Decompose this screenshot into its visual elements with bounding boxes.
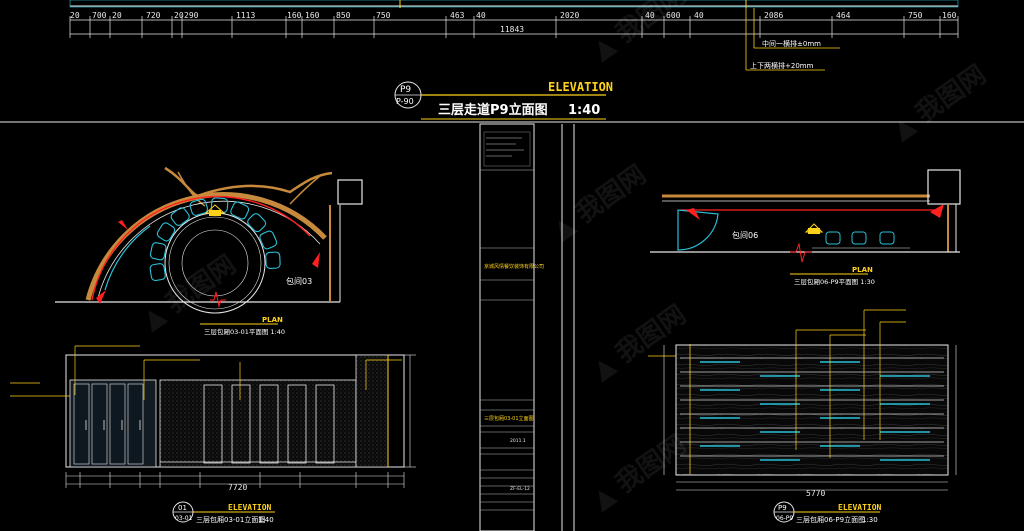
right-elev-total: 5770 [806, 489, 825, 498]
chair [149, 242, 167, 261]
wall-panel [231, 384, 251, 464]
left-plan-tag: PLAN [262, 316, 283, 324]
left-elev-badge-top: 01 [178, 504, 187, 512]
note-middle-row: 中间一横排±0mm [762, 39, 821, 48]
dim-5: 290 [184, 11, 199, 20]
dim-11: 463 [450, 11, 465, 20]
right-elevation-caption: P9 06-P9 ELEVATION 三层包厢06-P9立面图 1:30 [773, 501, 882, 524]
right-plan-tag: PLAN [852, 266, 873, 274]
wall-panel [203, 384, 223, 464]
left-plan-caption-text: 三层包厢03-01平面图 1:40 [204, 327, 285, 336]
right-plan: 包间06 [650, 169, 961, 263]
title-badge-top: P9 [400, 85, 411, 95]
left-plan-room-label: 包间03 [286, 276, 312, 286]
title-elevation-label: ELEVATION [548, 80, 613, 94]
cabinet-door [109, 383, 126, 465]
dim-1: 700 [92, 11, 107, 20]
dim-12: 40 [476, 11, 486, 20]
top-notes: 中间一横排±0mm 上下两横排+20mm [745, 8, 840, 71]
dim-6: 1113 [236, 11, 255, 20]
dim-2: 20 [112, 11, 122, 20]
chair [259, 230, 278, 250]
chair [156, 222, 176, 242]
dim-7: 160 [287, 11, 302, 20]
tb-company: 京城风情餐饮装饰有限公司 [484, 263, 544, 270]
right-elev-badge-bottom: 06-P9 [776, 515, 793, 522]
chair [170, 207, 190, 226]
wall-panel [259, 384, 279, 464]
top-dimension-labels: 20 700 20 720 20 290 1113 160 160 850 75… [70, 11, 957, 34]
dim-18: 464 [836, 11, 851, 20]
dim-17: 2086 [764, 11, 783, 20]
left-elevation-caption: 01 03-01 ELEVATION 三层包厢03-01立面图 1:40 [172, 501, 275, 524]
note-top-bottom-rows: 上下两横排+20mm [750, 61, 814, 70]
right-elev-label: ELEVATION [838, 503, 882, 512]
dim-4: 20 [174, 11, 184, 20]
left-elev-label: ELEVATION [228, 503, 272, 512]
left-elevation: 7720 [10, 345, 416, 492]
dim-3: 720 [146, 11, 161, 20]
left-elev-total: 7720 [228, 483, 247, 492]
wall-panel [315, 384, 335, 464]
right-elev-caption-text: 三层包厢06-P9立面图 [796, 515, 865, 524]
title-badge-bottom: P-90 [396, 97, 414, 106]
dim-0: 20 [70, 11, 80, 20]
chair [230, 201, 250, 220]
right-elevation: 5770 [648, 309, 957, 498]
top-elevation-strip [69, 0, 959, 38]
dim-9: 850 [336, 11, 351, 20]
left-plan: 包间03 [55, 166, 363, 314]
svg-text:▲ 我图网: ▲ 我图网 [137, 250, 242, 336]
dim-15: 600 [666, 11, 681, 20]
dim-14: 40 [645, 11, 655, 20]
dim-13: 2020 [560, 11, 579, 20]
dim-16: 40 [694, 11, 704, 20]
title-block: 京城风情餐饮装饰有限公司 三层包厢03-01立面图 2011.1 ZF-EL-1… [479, 123, 575, 531]
tb-date: 2011.1 [510, 438, 526, 444]
right-plan-room-label: 包间06 [732, 230, 758, 240]
left-plan-caption: PLAN 三层包厢03-01平面图 1:40 [200, 316, 285, 336]
elevation-title: P9 P-90 ELEVATION 三层走道P9立面图 1:40 [394, 80, 613, 120]
svg-text:▲ 我图网: ▲ 我图网 [547, 160, 652, 246]
chair [265, 251, 281, 269]
right-plan-caption-text: 三层包厢06-P9平面图 1:30 [794, 277, 875, 286]
wall-panel [287, 384, 307, 464]
svg-text:▲ 我图网: ▲ 我图网 [587, 0, 692, 66]
title-text: 三层走道P9立面图 [438, 102, 548, 118]
right-plan-caption: PLAN 三层包厢06-P9平面图 1:30 [790, 266, 875, 286]
chair [149, 263, 166, 282]
dim-8: 160 [305, 11, 320, 20]
left-elev-caption-text: 三层包厢03-01立面图 [196, 515, 265, 524]
left-elev-scale: 1:40 [258, 516, 274, 524]
chair [247, 213, 267, 233]
left-elev-badge-bottom: 03-01 [175, 515, 193, 522]
svg-text:▲ 我图网: ▲ 我图网 [887, 60, 992, 146]
right-elev-badge-top: P9 [778, 504, 787, 512]
cabinet-door [91, 383, 108, 465]
right-elev-scale: 1:30 [862, 516, 878, 524]
chair [189, 198, 209, 216]
tb-drawing-name: 三层包厢03-01立面图 [484, 415, 534, 422]
dim-19: 750 [908, 11, 923, 20]
dim-total: 11843 [500, 25, 524, 34]
cabinet-door [73, 383, 90, 465]
tb-sheet: ZF-EL-12 [510, 486, 530, 492]
title-scale: 1:40 [568, 103, 600, 118]
dim-20: 160 [942, 11, 957, 20]
dim-10: 750 [376, 11, 391, 20]
cabinet-door [127, 383, 144, 465]
